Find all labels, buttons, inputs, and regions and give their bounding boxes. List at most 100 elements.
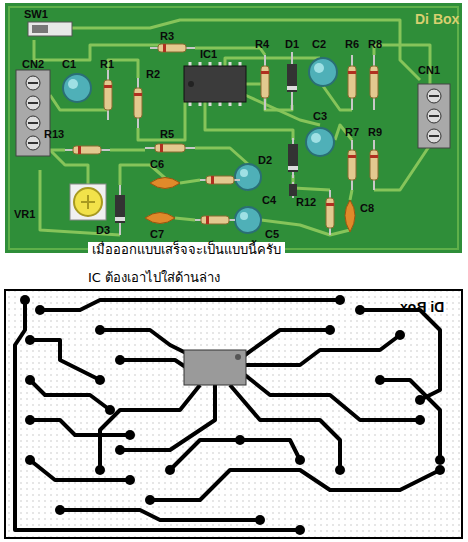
component-board [5, 3, 462, 253]
part-label: R8 [368, 38, 382, 50]
resistor-body [370, 66, 378, 98]
solder-pad [435, 455, 445, 465]
part-label: VR1 [14, 208, 35, 220]
diode-symbol [115, 195, 125, 223]
resistor-body [155, 144, 185, 152]
diode-symbol [288, 144, 298, 172]
board-traces [180, 180, 200, 183]
solder-pad [145, 495, 155, 505]
ic-chip-bottom [184, 350, 246, 385]
solder-pad [415, 415, 425, 425]
board-traces [34, 20, 430, 235]
ceramic-capacitor [345, 200, 355, 232]
board-traces [34, 40, 160, 60]
copper-traces [30, 460, 130, 480]
board-traces [350, 190, 352, 200]
ceramic-capacitor [145, 178, 355, 233]
capacitor-highlight [240, 169, 248, 177]
terminal-block [28, 83, 38, 143]
solder-pad [415, 395, 425, 405]
resistor-body [370, 150, 378, 180]
capacitor-highlight [240, 212, 248, 220]
resistor-body [348, 66, 356, 98]
ic-chip-bottom [184, 350, 246, 385]
part-label: R13 [44, 128, 64, 140]
copper-traces [245, 335, 400, 365]
terminal-block [429, 96, 439, 136]
part-label: C7 [150, 228, 164, 240]
board-traces [110, 149, 145, 152]
solder-pad [20, 295, 30, 305]
copper-board [5, 290, 462, 538]
resistor-body [134, 88, 142, 118]
ceramic-capacitor [145, 213, 175, 224]
copper-traces [30, 340, 100, 380]
resistor-body [158, 44, 186, 52]
solder-pad [125, 430, 135, 440]
slide-switch [28, 22, 72, 36]
ic-chip [184, 66, 246, 102]
part-label: CN1 [418, 64, 440, 76]
electrolytic-capacitor [63, 58, 337, 233]
solder-pad [355, 305, 365, 315]
resistor-lead [65, 48, 374, 235]
ceramic-capacitor [150, 178, 180, 189]
board-traces [293, 175, 330, 190]
diode-symbol [120, 52, 293, 235]
diode-symbol [287, 64, 297, 92]
solder-pad [20, 295, 445, 535]
resistor-band [211, 176, 214, 184]
part-label: C1 [62, 58, 76, 70]
copper-traces [30, 420, 130, 435]
board-traces [138, 100, 185, 140]
part-label: D2 [258, 154, 272, 166]
ic-chip [184, 62, 246, 106]
board-traces [374, 145, 430, 190]
copper-traces [230, 385, 340, 470]
solder-pad [125, 475, 135, 485]
part-label: R12 [296, 196, 316, 208]
copper-traces [380, 380, 440, 460]
solder-pad [25, 415, 35, 425]
resistor-body [348, 150, 356, 180]
resistor-band [78, 44, 378, 224]
resistor-body [201, 216, 229, 224]
part-label: R5 [160, 128, 174, 140]
note-text: เมื่อออกแบบเสร็จจะเป็นแบบนี้ครับ [88, 242, 285, 258]
electrolytic-capacitor [63, 74, 91, 102]
solder-pad [95, 325, 105, 335]
part-label: C6 [150, 158, 164, 170]
slide-switch [28, 22, 72, 36]
part-label: R6 [345, 38, 359, 50]
resistor-body [73, 44, 378, 228]
part-label: R9 [368, 126, 382, 138]
diode-symbol [115, 52, 298, 235]
diode-symbol [288, 166, 298, 170]
note-text: IC ต้องเอาไปใส่ด้านล่าง [84, 270, 224, 286]
solder-pad [35, 305, 45, 315]
resistor-band [206, 216, 209, 224]
solder-pad [55, 505, 65, 515]
component-board [5, 3, 462, 253]
copper-traces [150, 470, 440, 500]
part-label: CN2 [22, 58, 44, 70]
solder-pad [95, 465, 105, 475]
solder-pad [335, 465, 345, 475]
solder-pad [95, 375, 105, 385]
resistor-band [370, 155, 378, 158]
copper-traces [40, 300, 340, 310]
solder-pad [115, 445, 125, 455]
resistor-band [348, 155, 356, 158]
part-label: R3 [160, 30, 174, 42]
solder-pad [395, 330, 405, 340]
part-label: D1 [285, 38, 299, 50]
resistor-band [134, 93, 142, 96]
part-label: C2 [312, 38, 326, 50]
solder-pad [165, 465, 175, 475]
solder-pad [335, 295, 345, 305]
trimmer-potentiometer [74, 188, 102, 216]
slide-switch [32, 25, 48, 33]
resistor-body [326, 198, 334, 228]
